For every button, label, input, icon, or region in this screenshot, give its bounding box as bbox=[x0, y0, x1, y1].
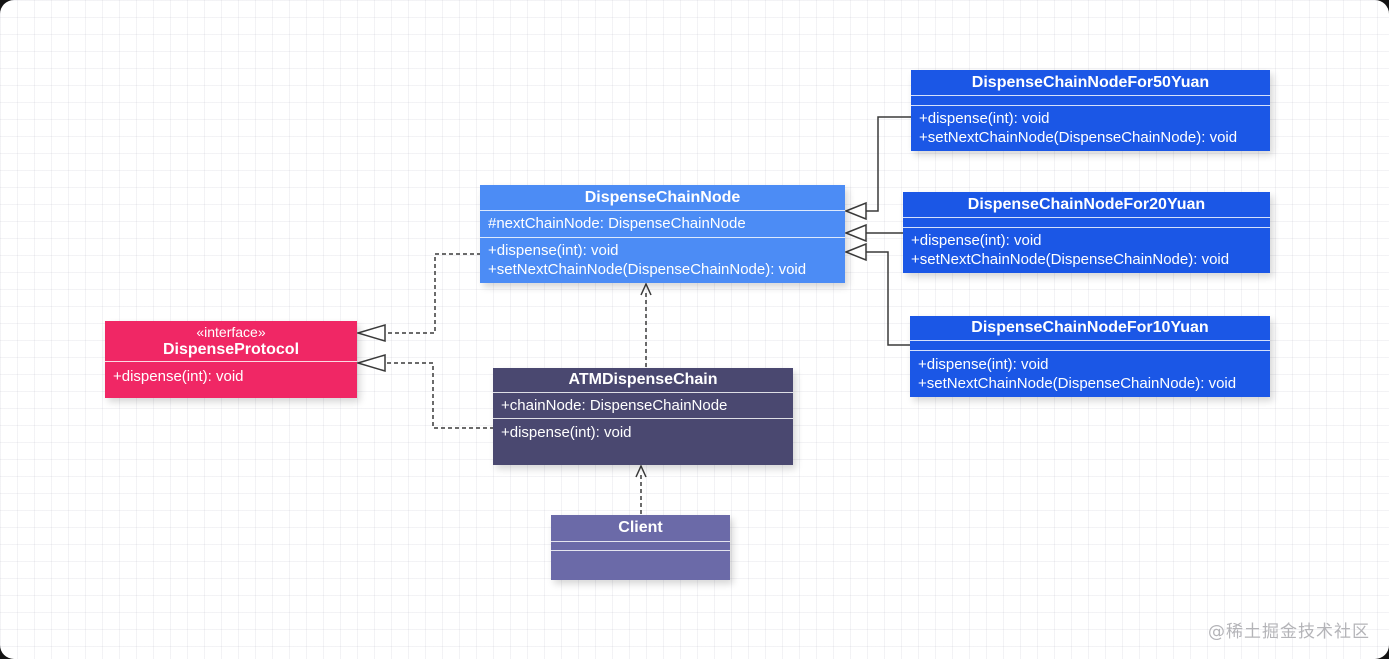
methods-section: +dispense(int): void +setNextChainNode(D… bbox=[903, 227, 1270, 273]
methods-section-empty bbox=[551, 550, 730, 580]
class-box-client: Client bbox=[551, 515, 730, 580]
methods-section: +dispense(int): void bbox=[105, 361, 357, 398]
class-title: Client bbox=[618, 519, 663, 536]
class-title: DispenseChainNodeFor20Yuan bbox=[967, 195, 1206, 213]
attribute-chain-node: +chainNode: DispenseChainNode bbox=[501, 397, 728, 414]
class-title: DispenseProtocol bbox=[162, 340, 300, 358]
class-box-dispense-chain-node-for-10-yuan: DispenseChainNodeFor10Yuan +dispense(int… bbox=[910, 316, 1270, 397]
method-dispense: +dispense(int): void bbox=[488, 242, 619, 259]
attributes-section-empty bbox=[903, 217, 1270, 227]
method-dispense: +dispense(int): void bbox=[918, 356, 1049, 373]
generalization-20yuan-arrow bbox=[843, 223, 903, 243]
watermark-text: @稀土掘金技术社区 bbox=[1208, 622, 1370, 642]
realization-atm-arrow bbox=[355, 353, 494, 429]
class-box-dispense-chain-node-for-50-yuan: DispenseChainNodeFor50Yuan +dispense(int… bbox=[911, 70, 1270, 151]
attributes-section-empty bbox=[911, 95, 1270, 105]
method-dispense: +dispense(int): void bbox=[911, 232, 1042, 249]
methods-section: +dispense(int): void bbox=[493, 418, 793, 465]
realization-chainnode-arrow bbox=[355, 253, 481, 343]
interface-title: «interface» DispenseProtocol bbox=[105, 321, 357, 361]
dependency-atm-to-chainnode-arrow bbox=[640, 282, 652, 367]
attributes-section: +chainNode: DispenseChainNode bbox=[493, 392, 793, 418]
class-box-atm-dispense-chain: ATMDispenseChain +chainNode: DispenseCha… bbox=[493, 368, 793, 465]
method-dispense: +dispense(int): void bbox=[919, 110, 1050, 127]
generalization-50yuan-arrow bbox=[843, 116, 911, 221]
method-set-next-chain-node: +setNextChainNode(DispenseChainNode): vo… bbox=[919, 129, 1238, 146]
method-set-next-chain-node: +setNextChainNode(DispenseChainNode): vo… bbox=[918, 375, 1237, 392]
dependency-client-to-atm-arrow bbox=[635, 464, 647, 514]
attributes-section-empty bbox=[551, 541, 730, 550]
attributes-section: #nextChainNode: DispenseChainNode bbox=[480, 210, 845, 237]
interface-box-dispense-protocol: «interface» DispenseProtocol +dispense(i… bbox=[105, 321, 357, 398]
class-title: ATMDispenseChain bbox=[568, 371, 718, 388]
methods-section: +dispense(int): void +setNextChainNode(D… bbox=[910, 350, 1270, 397]
class-title: DispenseChainNodeFor10Yuan bbox=[971, 319, 1209, 336]
method-set-next-chain-node: +setNextChainNode(DispenseChainNode): vo… bbox=[488, 261, 807, 278]
class-box-dispense-chain-node-for-20-yuan: DispenseChainNodeFor20Yuan +dispense(int… bbox=[903, 192, 1270, 273]
class-box-dispense-chain-node: DispenseChainNode #nextChainNode: Dispen… bbox=[480, 185, 845, 283]
stereotype-label: «interface» bbox=[196, 323, 266, 340]
class-title: DispenseChainNodeFor50Yuan bbox=[971, 73, 1210, 91]
attributes-section-empty bbox=[910, 340, 1270, 350]
method-dispense: +dispense(int): void bbox=[113, 368, 244, 385]
class-title: DispenseChainNode bbox=[584, 188, 741, 206]
generalization-10yuan-arrow bbox=[843, 242, 910, 346]
methods-section: +dispense(int): void +setNextChainNode(D… bbox=[480, 237, 845, 283]
attribute-next-chain-node: #nextChainNode: DispenseChainNode bbox=[488, 215, 746, 232]
method-dispense: +dispense(int): void bbox=[501, 424, 632, 441]
methods-section: +dispense(int): void +setNextChainNode(D… bbox=[911, 105, 1270, 151]
method-set-next-chain-node: +setNextChainNode(DispenseChainNode): vo… bbox=[911, 251, 1230, 268]
